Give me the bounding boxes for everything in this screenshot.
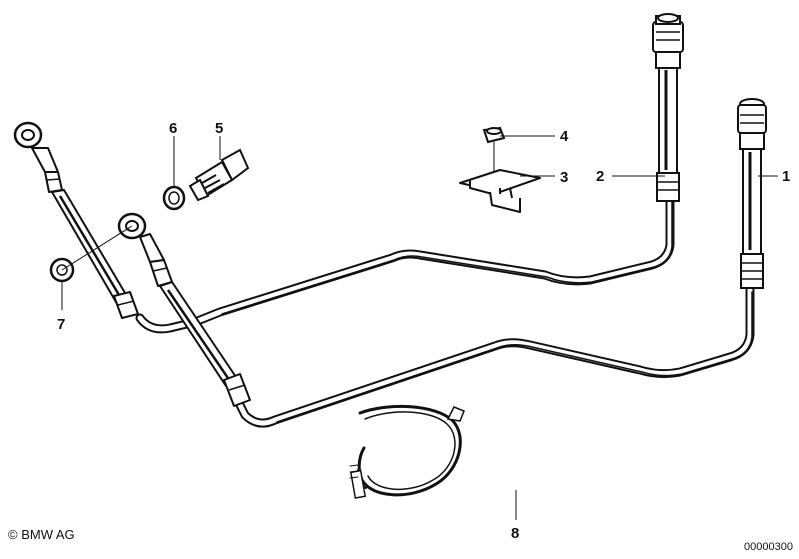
left-inner-hose <box>117 212 251 407</box>
callout-4: 4 <box>560 128 569 145</box>
nut-4 <box>482 126 506 144</box>
hose-clamp-8 <box>349 404 465 499</box>
left-outer-hose <box>13 121 139 319</box>
callout-1: 1 <box>782 168 790 185</box>
callout-2: 2 <box>596 168 604 185</box>
callout-3: 3 <box>560 169 568 186</box>
document-number: 00000300 <box>744 541 793 553</box>
leader-lines <box>61 135 778 520</box>
callout-5: 5 <box>215 120 223 137</box>
hose-2-fitting <box>652 13 684 202</box>
hose-1-fitting <box>737 98 767 289</box>
copyright-text: © BMW AG <box>8 527 75 542</box>
oil-line-2 <box>135 195 675 334</box>
banjo-bolt-5 <box>188 148 250 202</box>
callout-6: 6 <box>169 120 177 137</box>
clamp-bracket-3 <box>459 142 541 213</box>
oil-line-1 <box>235 285 755 428</box>
seal-ring-6 <box>162 185 186 211</box>
leader-7b <box>61 225 133 271</box>
callout-8: 8 <box>511 525 519 542</box>
callout-7: 7 <box>57 316 65 333</box>
